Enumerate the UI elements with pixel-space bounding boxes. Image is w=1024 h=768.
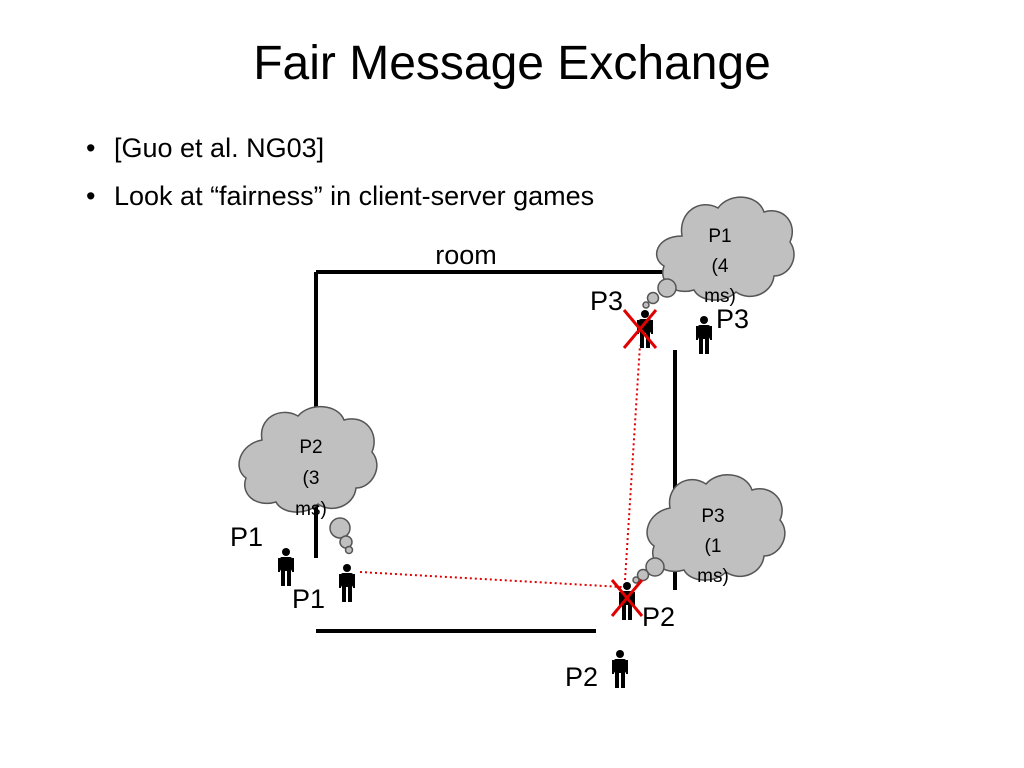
- thought-bubble-p3: P3 (1 ms): [632, 474, 786, 587]
- thought-bubble-p1: P1 (4 ms): [642, 196, 795, 309]
- bubble-text: P1: [708, 226, 731, 247]
- message-lines: [359, 344, 641, 588]
- player-p2-new-label: P2: [565, 662, 598, 692]
- bullet-item: • [Guo et al. NG03]: [86, 124, 594, 172]
- message-line-p1-p2: [359, 571, 623, 588]
- bubble-text: ms): [697, 566, 729, 587]
- player-p2-old-label: P2: [642, 602, 675, 632]
- bullet-list: • [Guo et al. NG03] • Look at “fairness” i…: [86, 124, 594, 220]
- player-p3-new-label: P3: [716, 304, 749, 334]
- bubble-text: ms): [704, 286, 736, 307]
- player-p1-old-label: P1: [230, 522, 263, 552]
- player-p2-new-figure: [612, 649, 628, 689]
- bullet-text: [Guo et al. NG03]: [114, 133, 325, 163]
- thought-bubble-p2: P2 (3 ms): [238, 406, 378, 555]
- player-p1-new-figure: [339, 563, 355, 603]
- player-p1-old-figure: [278, 547, 294, 587]
- bullet-item: • Look at “fairness” in client-server gam…: [86, 172, 594, 220]
- slide-title: Fair Message Exchange: [253, 37, 771, 90]
- player-p3-new-figure: [696, 315, 712, 355]
- cross-mark-p2: [610, 579, 644, 617]
- bubble-text: (4: [712, 256, 729, 277]
- message-line-p2-p3: [624, 344, 641, 581]
- player-p1-new-label: P1: [292, 584, 325, 614]
- bubble-text: (3: [303, 468, 320, 489]
- player-p3-old-label: P3: [590, 286, 623, 316]
- bullet-text: Look at “fairness” in client-server game…: [114, 181, 595, 211]
- bullet-dot: •: [86, 133, 96, 163]
- bubble-text: ms): [295, 499, 327, 520]
- bubble-text: P2: [299, 437, 322, 458]
- player-p2-old-figure: [619, 581, 635, 621]
- bubble-text: (1: [705, 536, 722, 557]
- bubble-text: P3: [701, 506, 724, 527]
- cross-mark-p3: [622, 309, 658, 349]
- room-label: room: [435, 240, 497, 270]
- bullet-dot: •: [86, 181, 96, 211]
